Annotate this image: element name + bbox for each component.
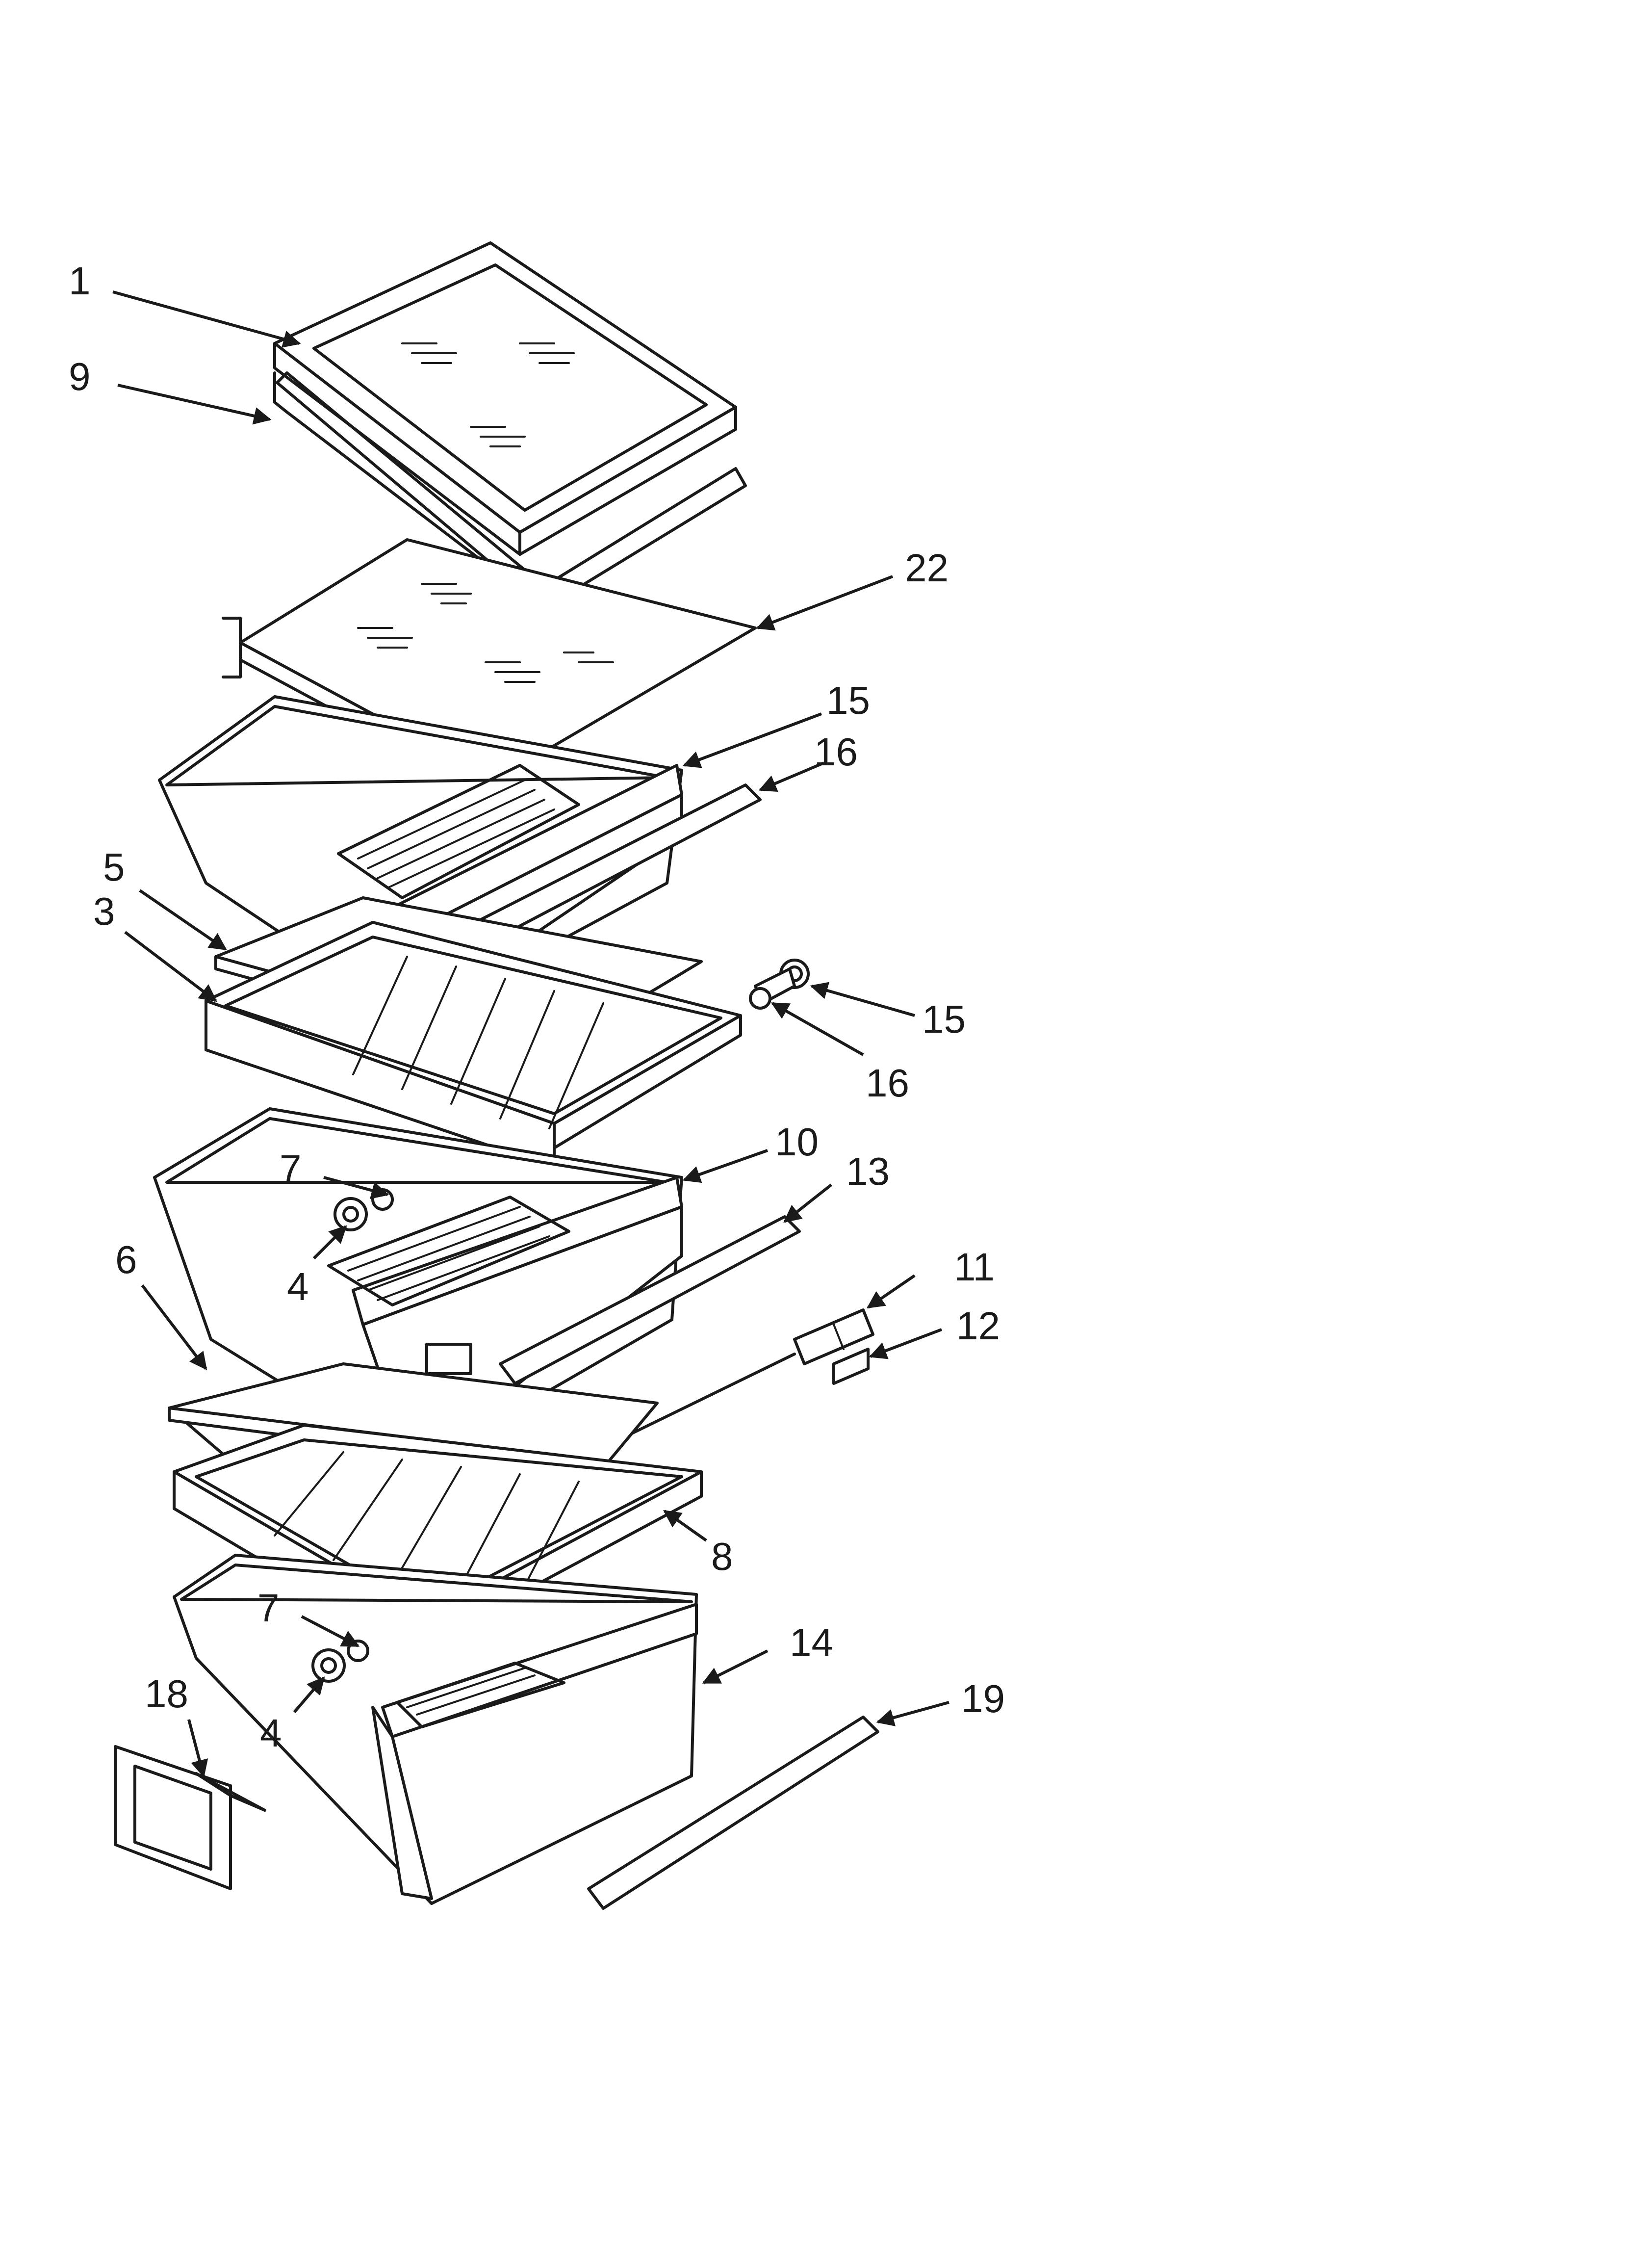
callout-15-right: 15 [922, 997, 966, 1041]
callout-8: 8 [711, 1535, 733, 1578]
side-clip [793, 1308, 874, 1365]
lower-handle-trim [587, 1716, 879, 1910]
glass-hatch-marks [401, 342, 575, 447]
callout-16-right: 16 [866, 1061, 909, 1105]
callout-11: 11 [954, 1245, 995, 1289]
callout-7-middle: 7 [280, 1147, 302, 1191]
lower-vent-slots [406, 1667, 536, 1716]
crisper-handle-middle [499, 1215, 801, 1385]
callout-10: 10 [775, 1120, 819, 1164]
callout-15-upper: 15 [826, 678, 870, 722]
callout-16-upper: 16 [814, 730, 858, 774]
leader-lines [112, 290, 949, 1778]
callout-19: 19 [961, 1677, 1005, 1721]
crisper-vent-slots [357, 779, 555, 889]
callout-13: 13 [846, 1149, 890, 1193]
crisper-vent-slots-middle [347, 1206, 550, 1301]
callout-5: 5 [103, 845, 125, 889]
callout-22: 22 [905, 546, 949, 590]
nameplate [114, 1745, 266, 1890]
callout-4-lower: 4 [260, 1711, 282, 1755]
glass-shelf-top [273, 241, 737, 556]
callout-1: 1 [69, 259, 91, 303]
callout-18: 18 [145, 1672, 188, 1716]
callout-3: 3 [93, 889, 115, 933]
callout-4-middle: 4 [287, 1265, 309, 1308]
callout-9: 9 [69, 355, 91, 398]
glass-hatch-marks-2 [357, 583, 614, 683]
crisper-drawer-lower [173, 1554, 698, 1905]
crisper-cover-frame [205, 921, 742, 1169]
callout-7-lower: 7 [257, 1586, 280, 1630]
cover-ribs [352, 956, 604, 1129]
callout-14: 14 [790, 1620, 833, 1664]
wheel-screw [749, 987, 771, 1010]
callout-labels: 1 9 22 15 16 5 3 15 16 7 10 13 4 6 11 12… [69, 259, 1005, 1755]
callout-12: 12 [956, 1304, 1000, 1348]
callout-6: 6 [115, 1238, 137, 1281]
